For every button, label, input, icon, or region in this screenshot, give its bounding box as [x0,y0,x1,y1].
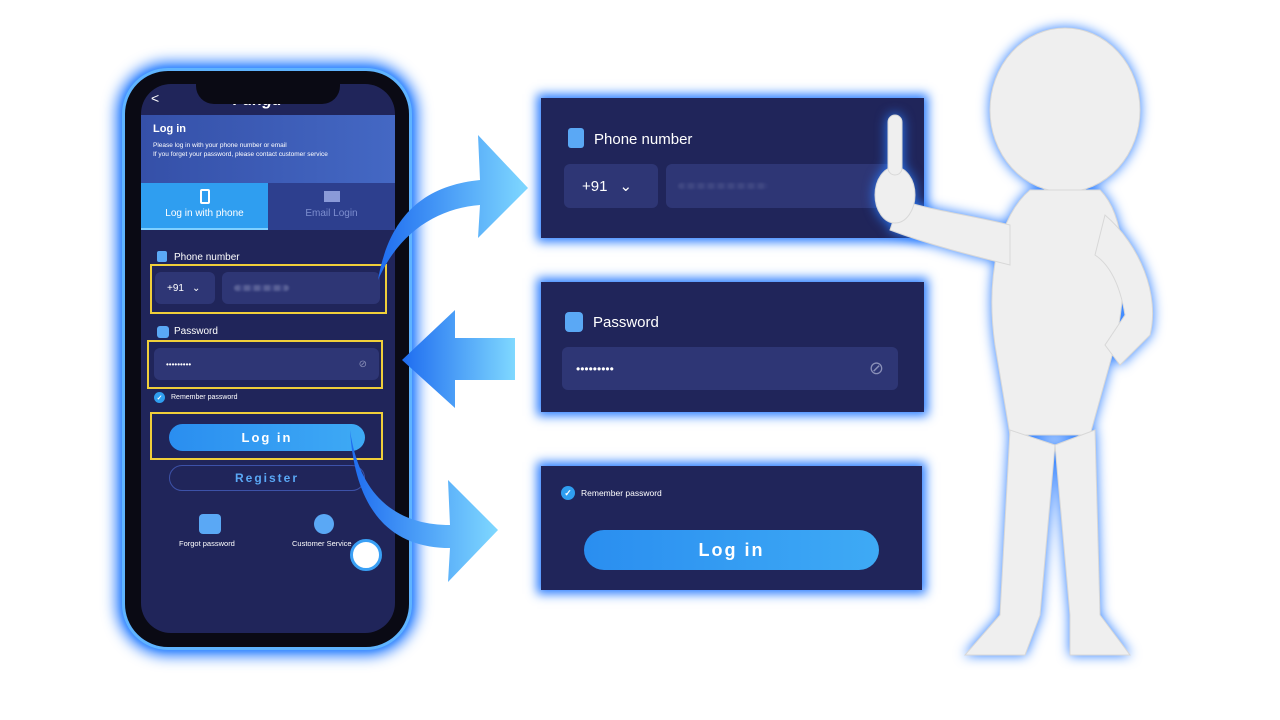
customer-service-link[interactable]: Customer Service [292,539,352,548]
password-label: Password [174,326,218,337]
eye-slash-icon[interactable]: ⊘ [868,358,884,378]
remember-checkbox[interactable]: ✓ [154,392,165,403]
login-button[interactable]: Log in [584,530,879,570]
phone-input[interactable] [666,164,900,208]
password-value: ••••••••• [166,359,192,369]
password-label: Password [593,314,659,331]
login-panel: ✓ Remember password Log in [541,466,922,590]
subtitle: If you forget your password, please cont… [153,151,328,158]
phone-label: Phone number [174,252,240,263]
login-header: Log in Please log in with your phone num… [141,115,395,183]
country-code-select[interactable]: +91 ⌄ [155,272,215,304]
phone-icon [568,128,584,148]
password-panel: Password ••••••••• ⊘ [541,282,924,412]
lock-icon [157,326,169,338]
remember-label: Remember password [171,394,238,401]
phone-icon [199,189,210,204]
lock-icon [199,514,221,534]
highlight-box [147,340,383,389]
phone-number-panel: Phone number +91 ⌄ [541,98,924,238]
password-input[interactable]: ••••••••• ⊘ [154,348,379,380]
country-code: +91 [582,177,608,195]
phone-icon [157,251,167,262]
phone-screen: < Fungu Log in Please log in with your p… [141,84,395,633]
eye-slash-icon[interactable]: ⊘ [358,358,367,370]
headset-icon [314,514,334,534]
highlight-box [150,412,383,460]
back-button[interactable]: < [151,90,160,106]
tab-phone-login[interactable]: Log in with phone [141,183,268,230]
country-code: +91 [167,282,184,294]
remember-checkbox[interactable]: ✓ [561,486,575,500]
lock-icon [565,312,583,332]
tab-label: Email Login [305,208,358,219]
remember-label: Remember password [581,488,662,498]
phone-input[interactable] [222,272,380,304]
page-title: Log in [153,123,186,135]
chevron-down-icon: ⌄ [619,178,633,195]
forgot-password-link[interactable]: Forgot password [179,539,235,548]
phone-notch [196,72,340,104]
tab-label: Log in with phone [165,208,244,219]
password-value: ••••••••• [576,361,614,376]
envelope-icon [323,191,340,202]
chevron-down-icon: ⌄ [191,282,201,294]
chat-bubble-icon[interactable] [350,539,382,571]
tab-email-login[interactable]: Email Login [268,183,395,230]
arrow-icon [378,135,528,280]
arrow-icon [350,430,498,582]
password-input[interactable]: ••••••••• ⊘ [562,347,898,390]
arrow-icon [402,310,515,408]
login-button[interactable]: Log in [169,424,365,451]
phone-label: Phone number [594,131,693,148]
highlight-box [150,264,387,314]
country-code-select[interactable]: +91 ⌄ [564,164,658,208]
subtitle: Please log in with your phone number or … [153,142,287,149]
thumbs-up-figure [874,27,1154,656]
